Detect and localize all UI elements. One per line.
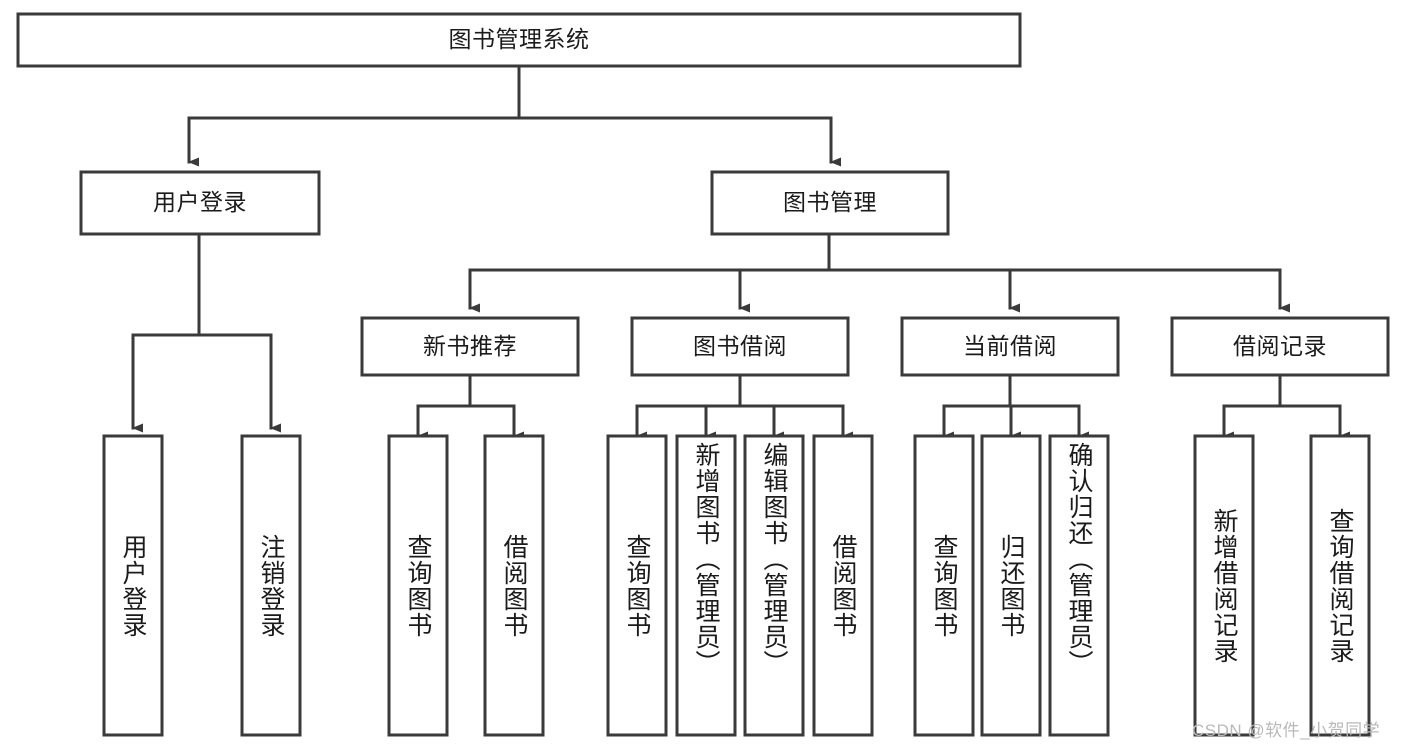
connector-group-root xyxy=(187,64,841,167)
node-box-book-borrow[interactable] xyxy=(630,316,850,377)
node-box-leaf-query-book-3[interactable] xyxy=(913,434,975,737)
node-box-leaf-borrow-book-2[interactable] xyxy=(812,434,874,737)
node-box-leaf-query-record[interactable] xyxy=(1309,434,1371,737)
node-box-leaf-edit-book[interactable] xyxy=(743,434,805,737)
node-box-borrow-record[interactable] xyxy=(1170,316,1390,377)
node-box-leaf-add-book[interactable] xyxy=(675,434,737,737)
node-box-leaf-user-login[interactable] xyxy=(102,434,164,737)
node-box-leaf-confirm-return[interactable] xyxy=(1048,434,1110,737)
node-box-leaf-return-book[interactable] xyxy=(980,434,1042,737)
node-box-book-manage[interactable] xyxy=(710,170,950,236)
node-box-leaf-query-book-2[interactable] xyxy=(606,434,668,737)
node-box-leaf-query-book-1[interactable] xyxy=(387,434,449,737)
connector-group-book-borrow xyxy=(635,373,853,441)
node-box-leaf-add-record[interactable] xyxy=(1193,434,1255,737)
connector-group-new-book-rec xyxy=(416,373,524,441)
connector-group-current-borrow xyxy=(942,373,1089,441)
node-box-new-book-rec[interactable] xyxy=(360,316,580,377)
connector-group-user-login xyxy=(131,232,281,433)
connector-group-book-manage xyxy=(468,232,1290,313)
csdn-watermark: CSDN @软件_小贺同学 xyxy=(1192,721,1381,740)
node-box-root[interactable] xyxy=(16,12,1022,68)
node-box-user-login[interactable] xyxy=(79,170,321,236)
node-box-current-borrow[interactable] xyxy=(900,316,1120,377)
node-box-leaf-logout[interactable] xyxy=(240,434,302,737)
connector-group-borrow-record xyxy=(1222,373,1350,441)
node-box-leaf-borrow-book-1[interactable] xyxy=(483,434,545,737)
